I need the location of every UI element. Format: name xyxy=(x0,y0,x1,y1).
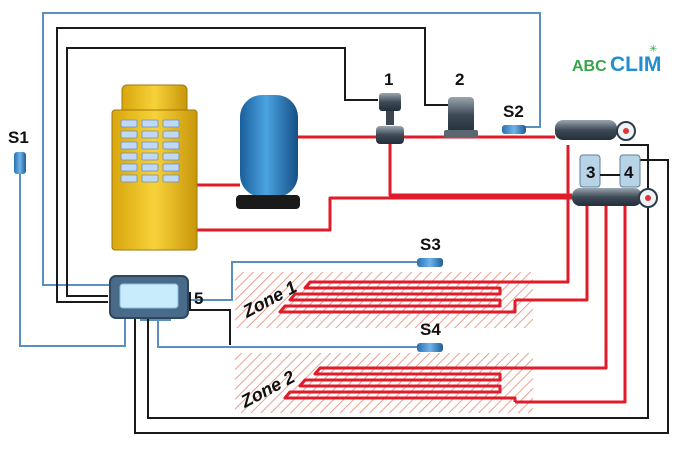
return-manifold xyxy=(572,188,658,208)
label-s2: S2 xyxy=(503,102,524,121)
zone2-area xyxy=(235,353,533,413)
zone1-heating-loop xyxy=(278,280,517,314)
sensor-s2 xyxy=(502,125,526,134)
label-s4: S4 xyxy=(420,320,441,339)
signal-wires xyxy=(19,12,541,348)
sensor-s4 xyxy=(417,343,443,352)
label-component-4: 4 xyxy=(624,163,634,182)
heat-pump-unit xyxy=(111,84,198,251)
circulation-pump xyxy=(444,97,478,138)
controller-unit xyxy=(109,275,189,319)
sensor-s1 xyxy=(14,152,26,174)
brand-name: CLIM xyxy=(610,53,661,76)
buffer-tank xyxy=(236,95,300,209)
label-component-1: 1 xyxy=(384,70,393,89)
zone2-heating-loop xyxy=(283,366,517,402)
zone-valve-3 xyxy=(579,154,601,188)
label-component-3: 3 xyxy=(586,163,595,182)
label-component-2: 2 xyxy=(455,70,464,89)
hot-water-pipes xyxy=(195,135,627,404)
mixing-valve xyxy=(376,93,404,144)
label-s1: S1 xyxy=(8,128,29,147)
brand-prefix: ABC xyxy=(572,58,607,75)
supply-manifold xyxy=(555,120,636,141)
zone-valve-4 xyxy=(619,154,641,188)
control-wires xyxy=(56,27,669,434)
label-component-5: 5 xyxy=(194,289,203,308)
label-s3: S3 xyxy=(420,235,441,254)
sensor-s3 xyxy=(417,258,443,267)
brand-star-icon: ✳ xyxy=(649,44,657,55)
brand-logo: ABC CLIM ✳ xyxy=(572,44,661,76)
